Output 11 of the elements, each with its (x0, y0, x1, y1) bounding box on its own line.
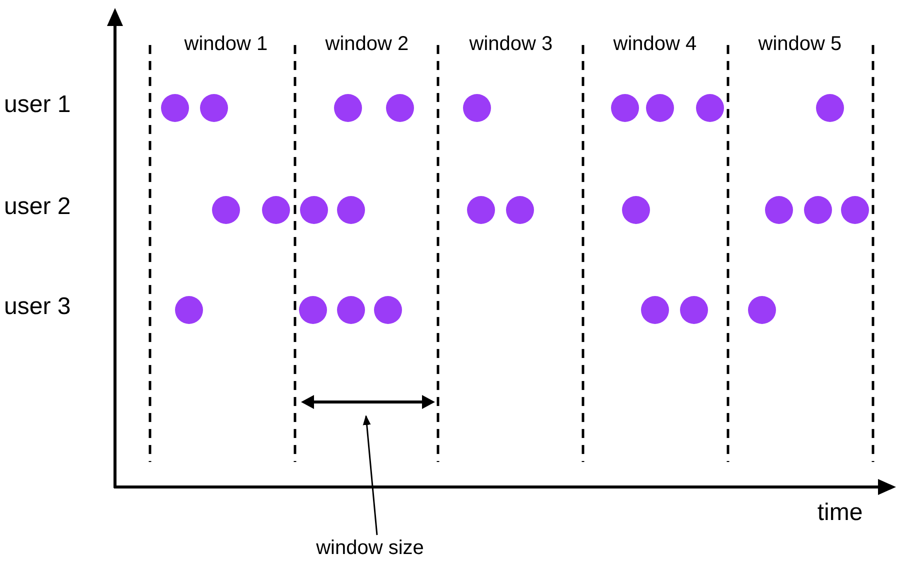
axis-label: time (816, 501, 864, 525)
row-label: user 3 (4, 295, 72, 319)
leader-line (362, 415, 378, 536)
window-label: window 3 (468, 34, 554, 54)
row-label: user 1 (4, 93, 72, 117)
annotation-text: window size (316, 538, 424, 558)
window-label: window 1 (183, 34, 269, 54)
window-label: window 4 (612, 34, 698, 54)
window-label: window 5 (757, 34, 843, 54)
window-label: window 2 (324, 34, 410, 54)
row-label: user 2 (4, 195, 72, 219)
